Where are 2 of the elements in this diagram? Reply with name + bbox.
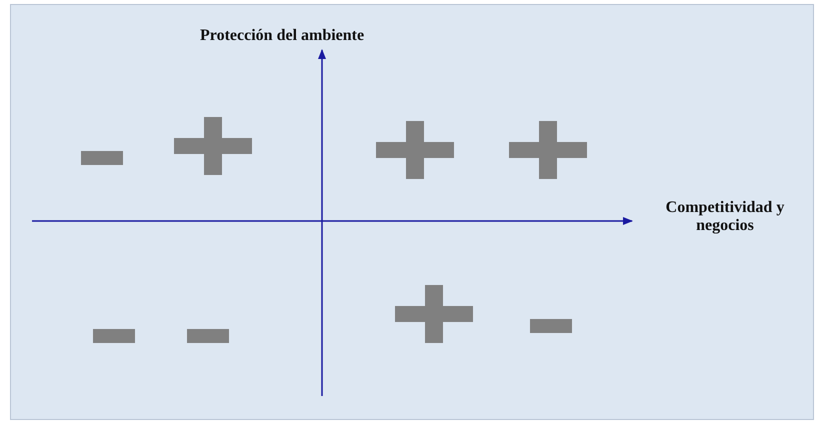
- axis-label: Protección del ambiente: [200, 27, 366, 45]
- axis-label: Competitividad y negocios: [664, 199, 786, 235]
